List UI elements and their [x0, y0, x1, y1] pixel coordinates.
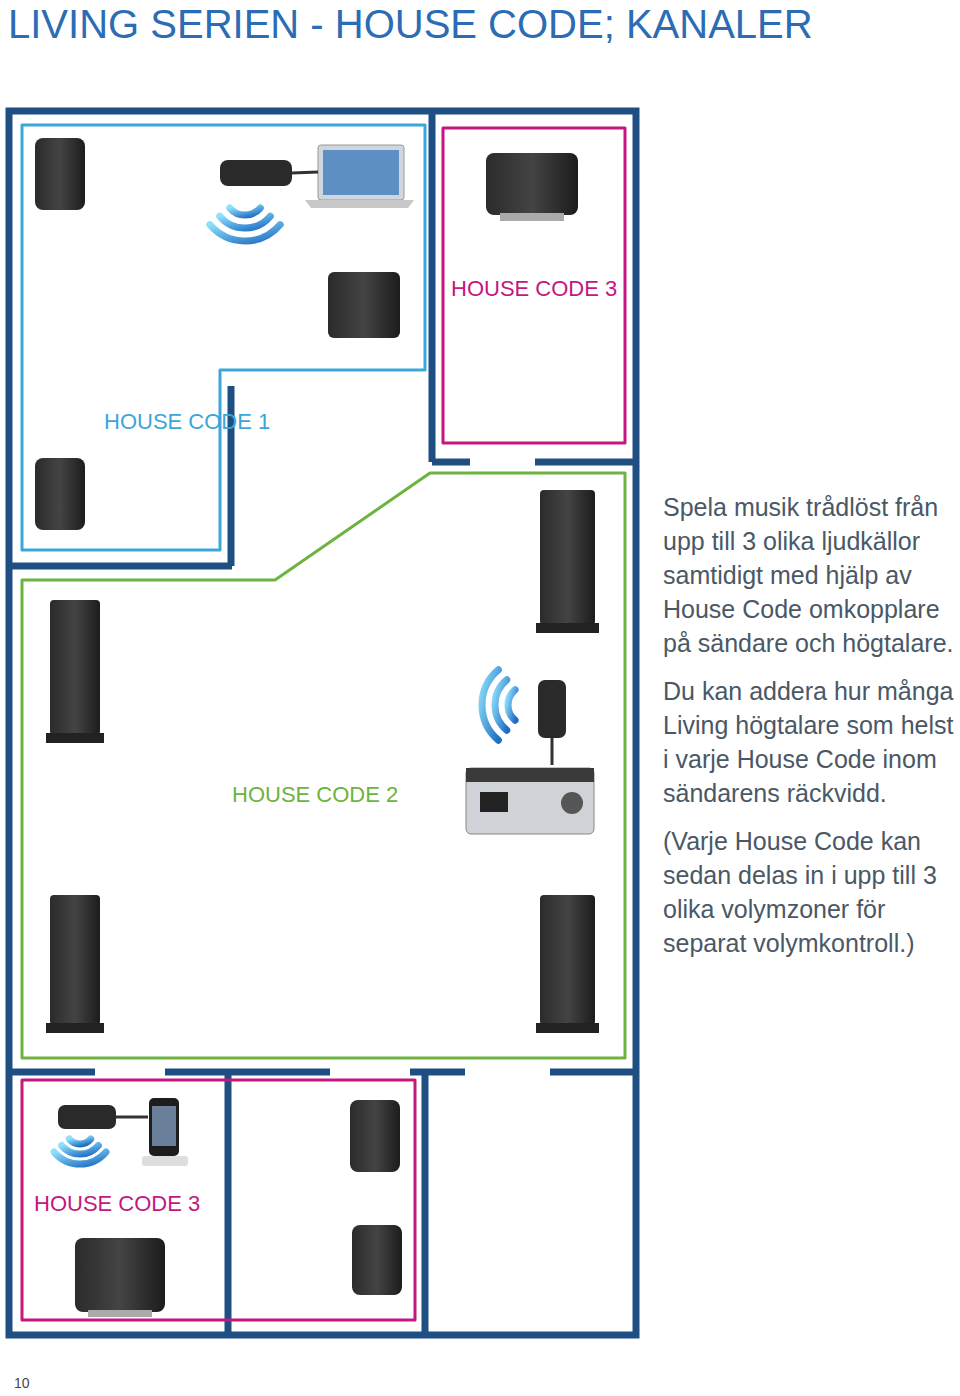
- zone-border: [22, 473, 625, 1058]
- zone-outline: HOUSE CODE 1: [22, 125, 425, 550]
- zone-label: HOUSE CODE 3: [34, 1193, 200, 1215]
- walls: [9, 111, 637, 1335]
- wide-speakers: [75, 153, 578, 1317]
- zone-outline: HOUSE CODE 2: [22, 473, 625, 1058]
- zone-outline: HOUSE CODE 3: [22, 1080, 415, 1320]
- zone-shape: [22, 125, 425, 550]
- phone-dock: [142, 1098, 188, 1166]
- zone-label: HOUSE CODE 3: [451, 278, 617, 300]
- wireless-waves: [54, 208, 515, 1164]
- transmitters: [58, 160, 566, 1129]
- page-title: LIVING SERIEN - HOUSE CODE; KANALER: [8, 2, 813, 46]
- tower-speakers: [46, 490, 599, 1033]
- zone-border: [22, 125, 425, 550]
- body-paragraph: Du kan addera hur många Living högtalare…: [663, 674, 955, 810]
- zone-label: HOUSE CODE 1: [104, 411, 270, 433]
- zone-border: [22, 1080, 415, 1320]
- body-paragraph: Spela musik trådlöst från upp till 3 oli…: [663, 490, 955, 660]
- receiver: [466, 768, 594, 834]
- zone-label: HOUSE CODE 2: [232, 784, 398, 806]
- cube-speakers: [35, 138, 402, 1295]
- laptop: [305, 145, 414, 208]
- zone-shape: [22, 473, 625, 1058]
- zone-outline: HOUSE CODE 3: [443, 128, 625, 443]
- zone-border: [443, 128, 625, 443]
- page-number: 10: [14, 1375, 30, 1391]
- body-paragraph: (Varje House Code kan sedan delas in i u…: [663, 824, 955, 960]
- text-column: Spela musik trådlöst från upp till 3 oli…: [663, 490, 955, 974]
